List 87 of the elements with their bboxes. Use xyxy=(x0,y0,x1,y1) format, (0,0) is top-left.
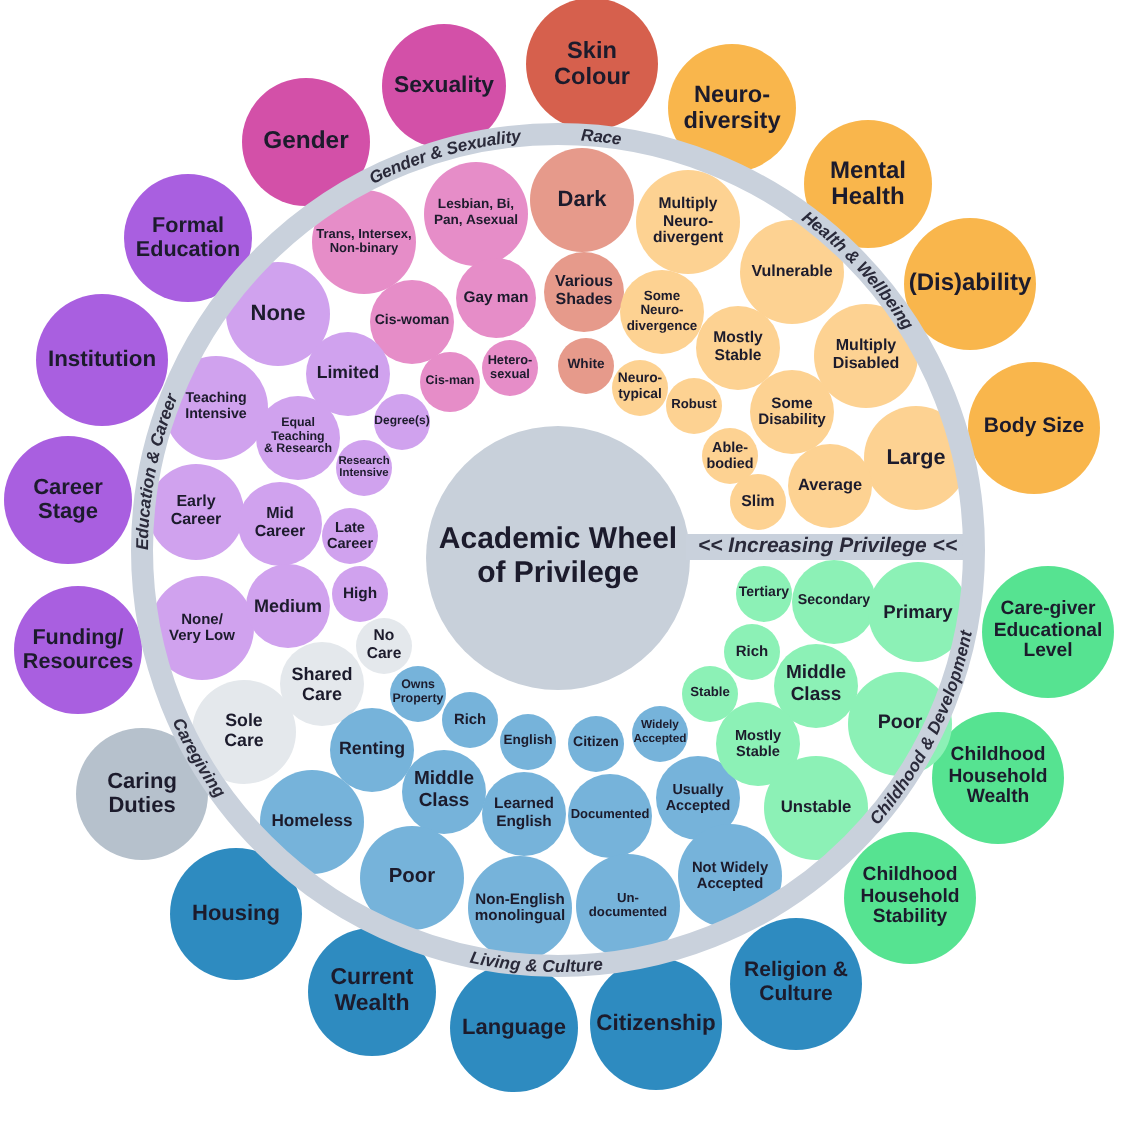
attribute-circle xyxy=(402,750,486,834)
attribute-label: Primary xyxy=(882,601,954,623)
attribute-circle xyxy=(702,428,758,484)
attribute-circle xyxy=(390,666,446,722)
attribute-circle xyxy=(530,148,634,252)
category-label: Language xyxy=(461,1015,567,1041)
attribute-circle xyxy=(374,394,430,450)
attribute-circle xyxy=(632,706,688,762)
category-circle xyxy=(844,832,976,964)
attribute-label: Large xyxy=(886,445,946,471)
attribute-label: Various Shades xyxy=(554,274,614,310)
attribute-circle xyxy=(238,482,322,566)
attribute-circle xyxy=(424,162,528,266)
category-label: Career Stage xyxy=(32,475,104,525)
attribute-label: Shared Care xyxy=(290,663,354,705)
attribute-circle xyxy=(620,270,704,354)
attribute-circle xyxy=(792,560,876,644)
category-label: Funding/ Resources xyxy=(22,625,134,675)
attribute-label: Poor xyxy=(877,713,923,734)
attribute-circle xyxy=(576,854,680,958)
category-circle xyxy=(124,174,252,302)
attribute-label: Early Career xyxy=(170,494,222,530)
wheel-title: Academic Wheel of Privilege xyxy=(438,524,678,592)
category-label: Housing xyxy=(191,901,281,927)
category-label: (Dis)ability xyxy=(908,270,1032,297)
attribute-circle xyxy=(332,566,388,622)
attribute-circle xyxy=(568,716,624,772)
category-label: Childhood Household Wealth xyxy=(947,745,1049,811)
attribute-circle xyxy=(788,444,872,528)
attribute-circle xyxy=(370,280,454,364)
attribute-circle xyxy=(442,692,498,748)
attribute-circle xyxy=(360,826,464,930)
attribute-label: Renting xyxy=(338,740,406,760)
privilege-direction-label: << Increasing Privilege << xyxy=(698,534,960,560)
category-label: Current Wealth xyxy=(329,966,415,1018)
category-label: Caring Duties xyxy=(106,769,177,819)
attribute-circle xyxy=(356,618,412,674)
attribute-label: Middle Class xyxy=(785,664,847,708)
category-label: Childhood Household Stability xyxy=(859,865,961,931)
category-circle xyxy=(730,918,862,1050)
attribute-label: Multiply Disabled xyxy=(832,338,900,374)
category-circle xyxy=(170,848,302,980)
category-label: Care-giver Educational Level xyxy=(993,599,1103,665)
attribute-circle xyxy=(612,360,668,416)
attribute-label: Sole Care xyxy=(224,712,265,752)
attribute-label: Limited xyxy=(316,364,380,384)
attribute-label: Dark xyxy=(557,187,607,213)
attribute-label: Average xyxy=(797,476,863,496)
attribute-circle xyxy=(730,474,786,530)
category-label: Neuro-diversity xyxy=(682,81,782,135)
attribute-label: Middle Class xyxy=(413,770,475,814)
attribute-label: Mid Career xyxy=(254,506,306,542)
attribute-label: Medium xyxy=(253,595,323,617)
category-label: Mental Health xyxy=(829,157,907,211)
attribute-circle xyxy=(774,644,858,728)
attribute-circle xyxy=(246,564,330,648)
attribute-label: Poor xyxy=(388,866,436,890)
attribute-circle xyxy=(544,252,624,332)
attribute-circle xyxy=(666,378,722,434)
sector-label: Race xyxy=(580,124,623,149)
attribute-circle xyxy=(636,170,740,274)
category-circle xyxy=(242,78,370,206)
category-label: Citizenship xyxy=(595,1011,717,1037)
attribute-label: None xyxy=(250,301,306,327)
attribute-circle xyxy=(724,624,780,680)
attribute-circle xyxy=(322,508,378,564)
attribute-circle xyxy=(482,772,566,856)
attribute-circle xyxy=(682,666,738,722)
category-label: Religion & Culture xyxy=(743,960,849,1008)
attribute-label: Homeless xyxy=(270,812,354,832)
attribute-circle xyxy=(558,338,614,394)
category-label: Sexuality xyxy=(393,73,495,99)
attribute-circle xyxy=(456,258,536,338)
attribute-circle xyxy=(420,352,480,412)
attribute-circle xyxy=(500,714,556,770)
category-label: Skin Colour xyxy=(553,37,631,91)
attribute-circle xyxy=(736,566,792,622)
category-label: Institution xyxy=(47,347,157,373)
category-label: Formal Education xyxy=(135,213,241,263)
attribute-circle xyxy=(256,396,340,480)
category-label: Gender xyxy=(262,128,350,156)
attribute-label: Unstable xyxy=(780,798,852,818)
attribute-circle xyxy=(482,340,538,396)
sector-label: Living & Culture xyxy=(468,946,604,977)
category-label: Body Size xyxy=(983,416,1085,440)
attribute-circle xyxy=(568,774,652,858)
attribute-circle xyxy=(336,440,392,496)
